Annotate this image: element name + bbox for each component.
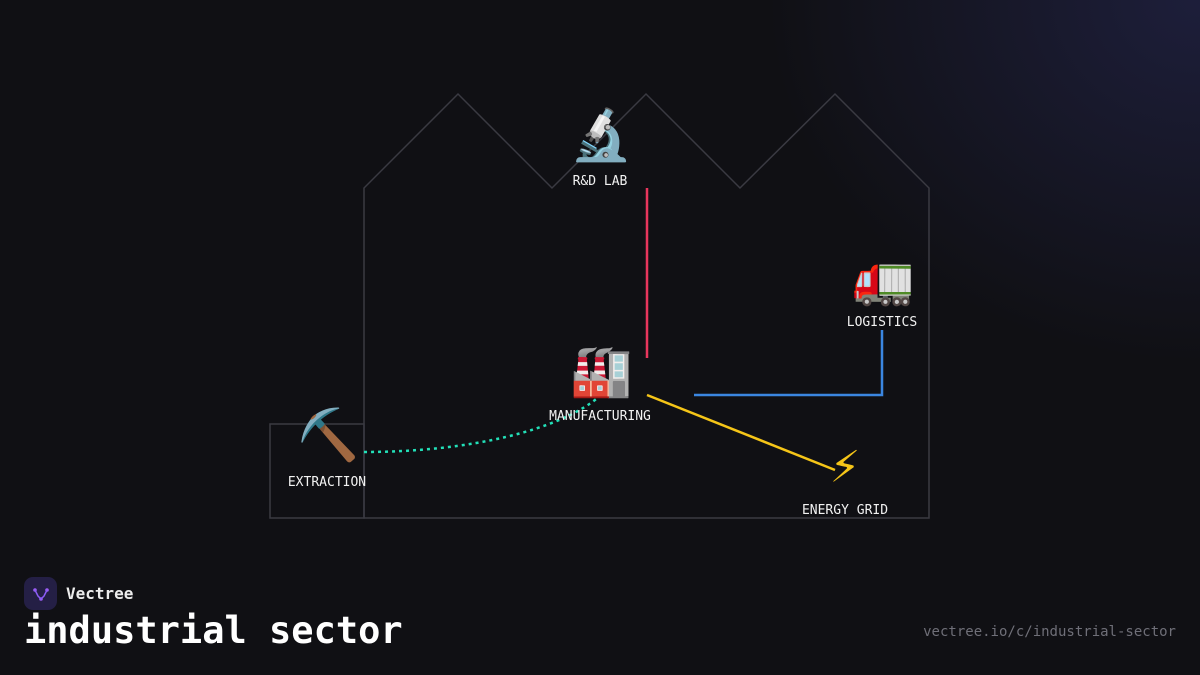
node-label-rd-lab: R&D LAB xyxy=(573,174,628,189)
lightning-icon[interactable]: ⚡ xyxy=(829,436,861,494)
link-logistics-manufacturing xyxy=(694,330,884,397)
factory-icon[interactable]: 🏭 xyxy=(570,342,633,400)
node-label-energy-grid: ENERGY GRID xyxy=(802,503,888,518)
vectree-logo-icon[interactable] xyxy=(24,577,57,610)
microscope-icon[interactable]: 🔬 xyxy=(570,106,633,164)
node-label-logistics: LOGISTICS xyxy=(847,315,917,330)
annex-outline xyxy=(269,423,365,519)
brand: Vectree xyxy=(24,577,133,610)
node-label-manufacturing: MANUFACTURING xyxy=(549,409,651,424)
link-manufacturing-energy-grid xyxy=(646,393,836,472)
brand-name: Vectree xyxy=(66,584,134,603)
pick-icon[interactable]: ⛏️ xyxy=(297,406,360,464)
page-title: industrial sector xyxy=(24,609,403,652)
node-label-extraction: EXTRACTION xyxy=(288,475,366,490)
page-url[interactable]: vectree.io/c/industrial-sector xyxy=(923,624,1176,640)
link-extraction-manufacturing xyxy=(363,395,601,454)
truck-icon[interactable]: 🚛 xyxy=(852,250,915,308)
logo-mark xyxy=(32,587,49,601)
factory-outline xyxy=(363,92,930,519)
